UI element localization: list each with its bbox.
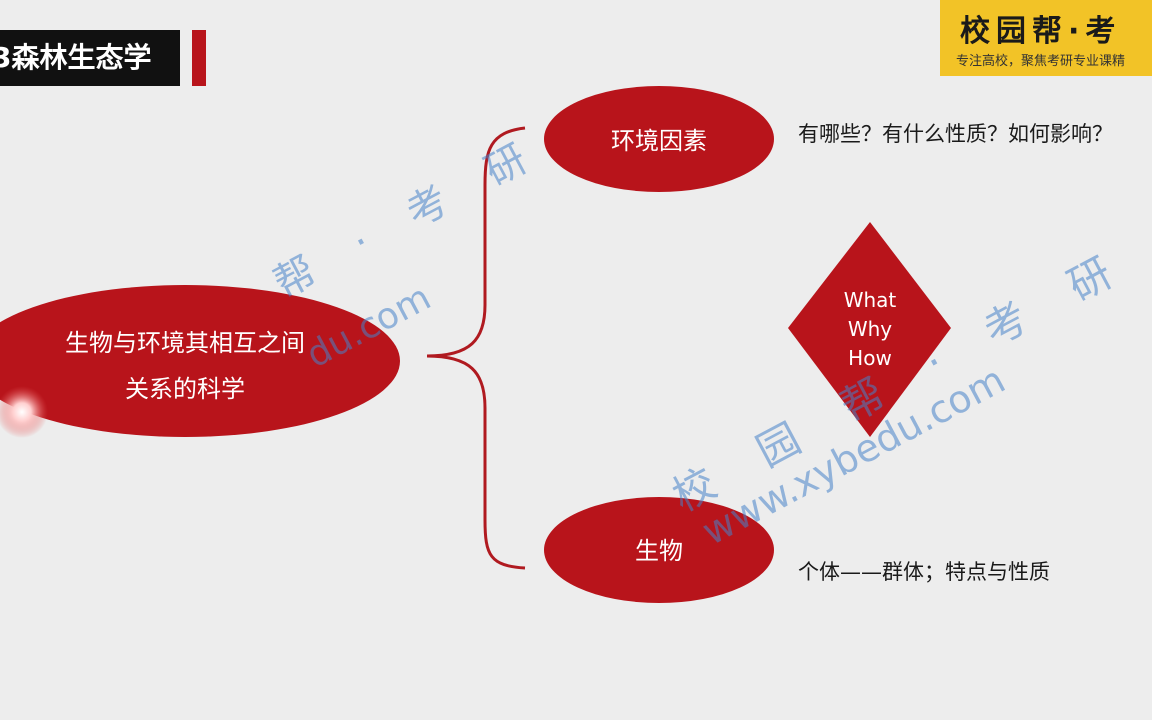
central-node-line1: 生物与环境其相互之间 bbox=[65, 329, 305, 357]
central-node-line2: 关系的科学 bbox=[125, 375, 245, 403]
diamond-line-what: What bbox=[843, 288, 897, 312]
what-why-how-diamond bbox=[788, 222, 951, 437]
environment-node-label: 环境因素 bbox=[611, 127, 707, 155]
diamond-line-how: How bbox=[848, 346, 892, 370]
diamond-text: What Why How bbox=[800, 286, 940, 373]
organism-node-shape bbox=[544, 497, 774, 603]
branch-brace bbox=[426, 126, 526, 570]
course-title: 3森林生态学 bbox=[0, 41, 152, 74]
organism-note: 个体——群体；特点与性质 bbox=[798, 560, 1050, 584]
central-node-shape bbox=[0, 285, 400, 437]
diamond-line-why: Why bbox=[847, 317, 893, 341]
brand-logo: 校园帮·考 专注高校，聚焦考研专业课精 bbox=[940, 0, 1152, 76]
brand-name: 校园帮·考 bbox=[960, 14, 1122, 49]
laser-pointer-glow bbox=[0, 386, 48, 438]
title-accent-bar bbox=[192, 30, 206, 86]
environment-node-shape bbox=[544, 86, 774, 192]
environment-note: 有哪些？有什么性质？如何影响？ bbox=[798, 122, 1113, 146]
central-node-text: 生物与环境其相互之间 关系的科学 bbox=[20, 320, 350, 412]
brand-tagline: 专注高校，聚焦考研专业课精 bbox=[956, 54, 1126, 69]
organism-node-label: 生物 bbox=[635, 537, 683, 565]
course-title-bar: 3森林生态学 bbox=[0, 30, 180, 86]
